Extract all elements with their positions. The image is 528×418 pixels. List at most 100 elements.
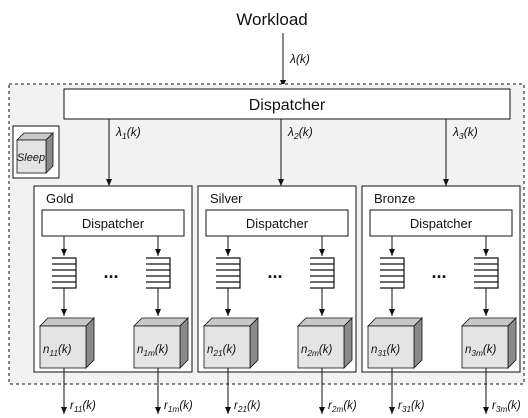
- server-label-symbol: n: [137, 344, 143, 356]
- stream-label-1-argument: (k): [127, 125, 141, 139]
- server-cube-front: [133, 325, 181, 369]
- server-cube-top: [461, 317, 517, 327]
- class-dispatcher: [369, 209, 513, 237]
- sleep-cube-front: [16, 139, 47, 174]
- server-label: n1m(k): [137, 344, 168, 358]
- stream-label-3-argument: (k): [464, 125, 478, 139]
- stream-label-2-symbol: λ: [287, 125, 294, 139]
- class-gold: GoldDispatchern11(k)r11(k)n1m(k)r1m(k)..…: [33, 185, 193, 414]
- output-label: r21(k): [234, 400, 261, 414]
- server-label-argument: (k): [319, 344, 333, 356]
- server-label-subscript: 2m: [306, 349, 319, 358]
- stream-label-1: λ1(k): [115, 125, 141, 141]
- server-cube-front: [203, 325, 251, 369]
- workload-label: Workload: [236, 10, 308, 29]
- output-label-symbol: r: [70, 400, 75, 412]
- server-label-argument: (k): [387, 344, 401, 356]
- class-bronze: BronzeDispatchern31(k)r31(k)n3m(k)r3m(k)…: [361, 185, 521, 414]
- class-dispatcher-label: Dispatcher: [246, 216, 309, 231]
- class-dispatcher-label: Dispatcher: [410, 216, 473, 231]
- server-label-symbol: n: [371, 344, 377, 356]
- server-cube-top: [297, 317, 353, 327]
- server-cube-side: [343, 317, 353, 369]
- server-label: n3m(k): [465, 344, 496, 358]
- stream-label-3: λ3(k): [452, 125, 478, 141]
- server-label-symbol: n: [465, 344, 471, 356]
- server-cube-front: [367, 325, 415, 369]
- server-cube-top: [133, 317, 189, 327]
- class-dispatcher: [41, 209, 185, 237]
- sleep-label: Sleep: [17, 152, 45, 164]
- class-dispatcher-label: Dispatcher: [82, 216, 145, 231]
- server-cube-side: [249, 317, 259, 369]
- server-label-subscript: 31: [377, 349, 386, 358]
- class-name: Bronze: [374, 191, 415, 206]
- ellipsis: ...: [431, 262, 446, 282]
- server-label-subscript: 21: [212, 349, 222, 358]
- output-label-argument: (k): [343, 400, 357, 412]
- server-cube-front: [461, 325, 509, 369]
- server-cube: [39, 317, 95, 369]
- server-label-argument: (k): [155, 344, 169, 356]
- server-cube: [203, 317, 259, 369]
- output-label-subscript: 3m: [496, 405, 508, 414]
- server-cube-top: [39, 317, 95, 327]
- class-dispatcher: [205, 209, 349, 237]
- output-label: r1m(k): [164, 400, 193, 414]
- server-label-subscript: 1m: [143, 349, 155, 358]
- output-label: r2m(k): [328, 400, 357, 414]
- server-label: n11(k): [43, 344, 72, 358]
- output-label-symbol: r: [164, 400, 169, 412]
- output-label-subscript: 21: [237, 405, 247, 414]
- arrival-streams: λ1(k)λ2(k)λ3(k): [106, 119, 478, 186]
- server-cube-side: [413, 317, 423, 369]
- output-label-subscript: 2m: [331, 405, 344, 414]
- output-label-subscript: 1m: [168, 405, 180, 414]
- server-cube: [367, 317, 423, 369]
- main-dispatcher: [63, 88, 511, 120]
- server-label-symbol: n: [207, 344, 213, 356]
- output-label-argument: (k): [507, 400, 521, 412]
- output-label-symbol: r: [492, 400, 497, 412]
- server-label: n31(k): [371, 344, 400, 358]
- server-label-symbol: n: [43, 344, 49, 356]
- main-dispatcher-label: Dispatcher: [249, 97, 326, 114]
- ellipsis: ...: [103, 262, 118, 282]
- output-label-argument: (k): [179, 400, 193, 412]
- server-label-argument: (k): [223, 344, 237, 356]
- output-label: r31(k): [398, 400, 425, 414]
- stream-label-2-argument: (k): [299, 125, 313, 139]
- output-label-argument: (k): [411, 400, 425, 412]
- service-classes: GoldDispatchern11(k)r11(k)n1m(k)r1m(k)..…: [33, 185, 521, 414]
- server-cube-top: [367, 317, 423, 327]
- server-cube: [133, 317, 189, 369]
- queue: [216, 257, 241, 289]
- server-cube-front: [297, 325, 345, 369]
- ellipsis: ...: [267, 262, 282, 282]
- output-label-argument: (k): [82, 400, 96, 412]
- sleep-node: Sleep: [12, 125, 60, 179]
- server-label-symbol: n: [301, 344, 307, 356]
- output-label-subscript: 31: [402, 405, 411, 414]
- output-label-subscript: 11: [74, 405, 83, 414]
- output-label-symbol: r: [398, 400, 403, 412]
- output-label: r11(k): [70, 400, 96, 414]
- class-name: Silver: [210, 191, 243, 206]
- stream-label-3-symbol: λ: [452, 125, 459, 139]
- output-label-symbol: r: [234, 400, 239, 412]
- stream-label-1-symbol: λ: [115, 125, 122, 139]
- output-label: r3m(k): [492, 400, 521, 414]
- server-cube-side: [85, 317, 95, 369]
- server-cube-side: [507, 317, 517, 369]
- stream-label-2-subscript: 2: [293, 131, 299, 141]
- server-label: n2m(k): [301, 344, 332, 358]
- stream-label-1-subscript: 1: [122, 131, 127, 141]
- class-silver: SilverDispatchern21(k)r21(k)n2m(k)r2m(k)…: [197, 185, 357, 414]
- server-label-argument: (k): [58, 344, 72, 356]
- lambda-in-label: λ(k): [289, 52, 310, 66]
- stream-label-3-subscript: 3: [459, 131, 464, 141]
- server-label-argument: (k): [483, 344, 497, 356]
- server-cube: [297, 317, 353, 369]
- output-label-argument: (k): [247, 400, 261, 412]
